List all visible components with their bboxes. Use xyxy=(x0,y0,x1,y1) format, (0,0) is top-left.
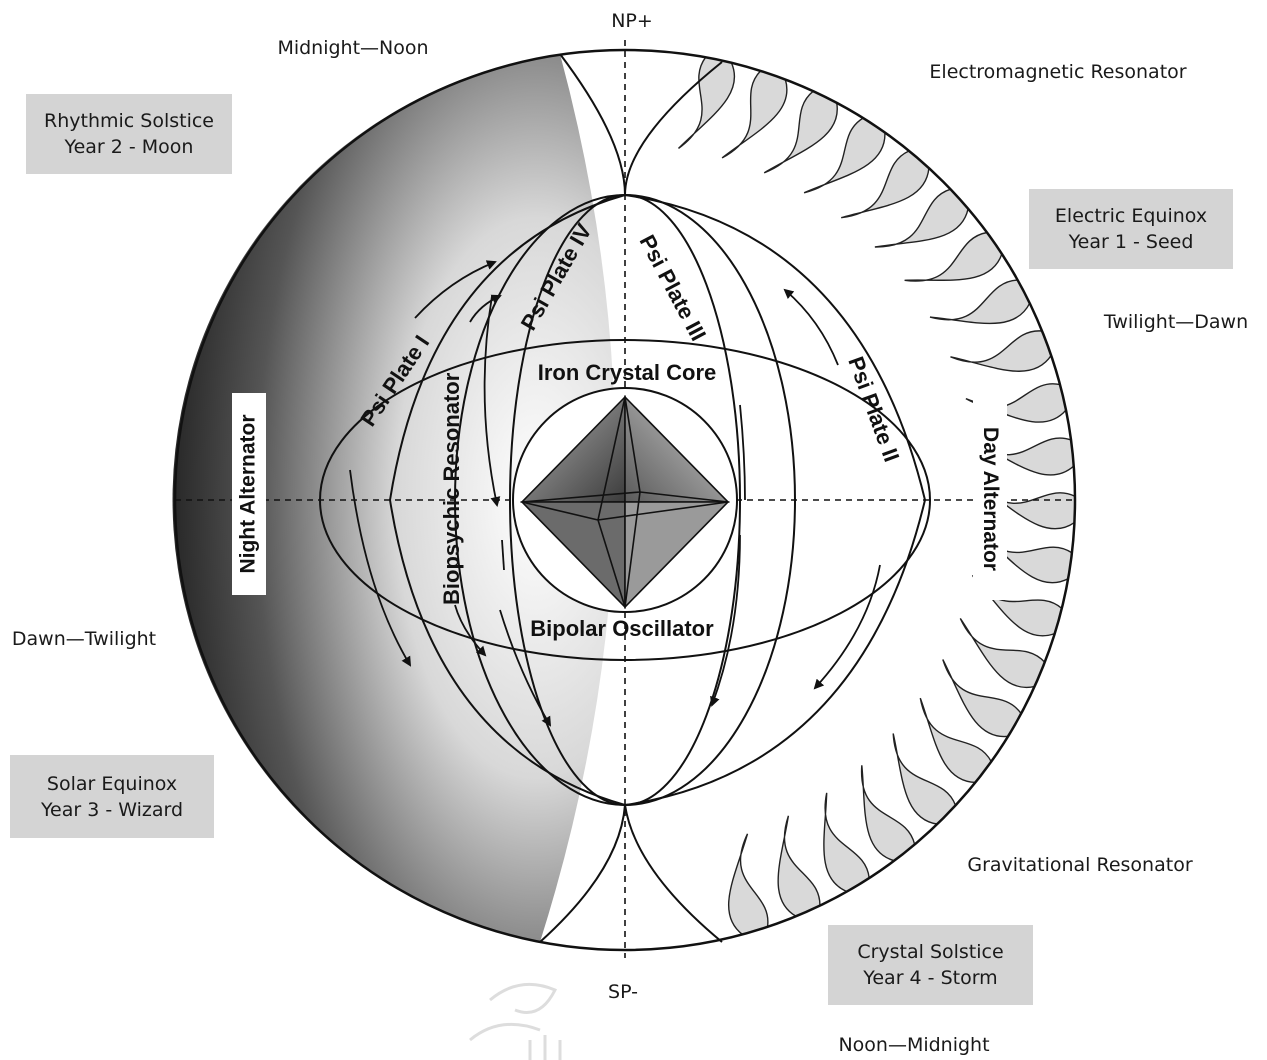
gravitational-resonator-label: Gravitational Resonator xyxy=(967,854,1192,876)
night-hemisphere xyxy=(172,54,616,942)
flame-shape xyxy=(929,279,1031,325)
flame-shape xyxy=(803,117,886,194)
flame-shape xyxy=(959,618,1046,689)
flame-shape xyxy=(942,659,1023,738)
biopsychic-resonator-label: Biopsychic Resonator xyxy=(439,372,464,605)
season-line1: Rhythmic Solstice xyxy=(44,110,214,132)
electric-equinox-tag: Electric Equinox Year 1 - Seed xyxy=(1029,189,1233,269)
flame-shape xyxy=(823,792,870,893)
decorative-scroll xyxy=(469,982,562,1060)
equatorial-ellipse xyxy=(319,339,931,661)
noon-midnight-label: Noon—Midnight xyxy=(838,1034,989,1056)
rhythmic-solstice-tag: Rhythmic Solstice Year 2 - Moon xyxy=(26,94,232,174)
flow-arrows xyxy=(349,260,881,727)
season-line1: Solar Equinox xyxy=(46,772,178,795)
flame-shape xyxy=(965,383,1067,423)
flame-shape xyxy=(904,231,1003,282)
flame-shape xyxy=(728,833,769,936)
season-line2: Year 3 - Wizard xyxy=(40,798,184,821)
dawn-twilight-label: Dawn—Twilight xyxy=(12,628,156,650)
night-alternator-label: Night Alternator xyxy=(237,414,260,574)
day-alternator-box: Day Alternator xyxy=(973,398,1007,600)
electromagnetic-resonator-label: Electromagnetic Resonator xyxy=(929,61,1186,83)
season-line2: Year 1 - Seed xyxy=(1068,231,1194,253)
twilight-dawn-label: Twilight—Dawn xyxy=(1103,311,1248,333)
flame-shape xyxy=(721,69,788,159)
flame-shape xyxy=(892,733,957,825)
season-line2: Year 4 - Storm xyxy=(863,967,998,989)
solar-equinox-tag: Solar Equinox Year 3 - Wizard xyxy=(10,755,214,838)
south-pole-label: SP- xyxy=(608,981,638,1003)
iron-crystal-core-label: Iron Crystal Core xyxy=(538,360,717,385)
crystal-solstice-tag: Crystal Solstice Year 4 - Storm xyxy=(828,925,1033,1005)
psi-plate-3-label: Psi Plate III xyxy=(635,231,712,345)
season-line2: Year 2 - Moon xyxy=(64,136,194,158)
flame-shape xyxy=(950,330,1053,372)
flame-shape xyxy=(841,150,930,219)
season-line1: Electric Equinox xyxy=(1054,205,1208,227)
flame-shape xyxy=(919,697,993,784)
flame-shape xyxy=(874,188,969,248)
season-line1: Crystal Solstice xyxy=(857,941,1004,963)
flame-shape xyxy=(763,90,838,174)
flame-shape xyxy=(861,765,916,862)
flame-shape xyxy=(971,574,1063,637)
midnight-noon-label: Midnight—Noon xyxy=(277,37,428,59)
outer-meridian-arc xyxy=(624,194,927,806)
flame-shape xyxy=(777,815,821,918)
night-alternator-box: Night Alternator xyxy=(232,393,266,595)
north-pole-label: NP+ xyxy=(611,10,653,32)
inner-meridian-arc xyxy=(388,194,626,806)
flame-shape xyxy=(678,56,736,149)
bipolar-oscillator-label: Bipolar Oscillator xyxy=(530,616,714,641)
day-alternator-label: Day Alternator xyxy=(979,427,1002,571)
flame-fringe xyxy=(678,56,1075,936)
octahedron-crystal xyxy=(520,395,730,609)
